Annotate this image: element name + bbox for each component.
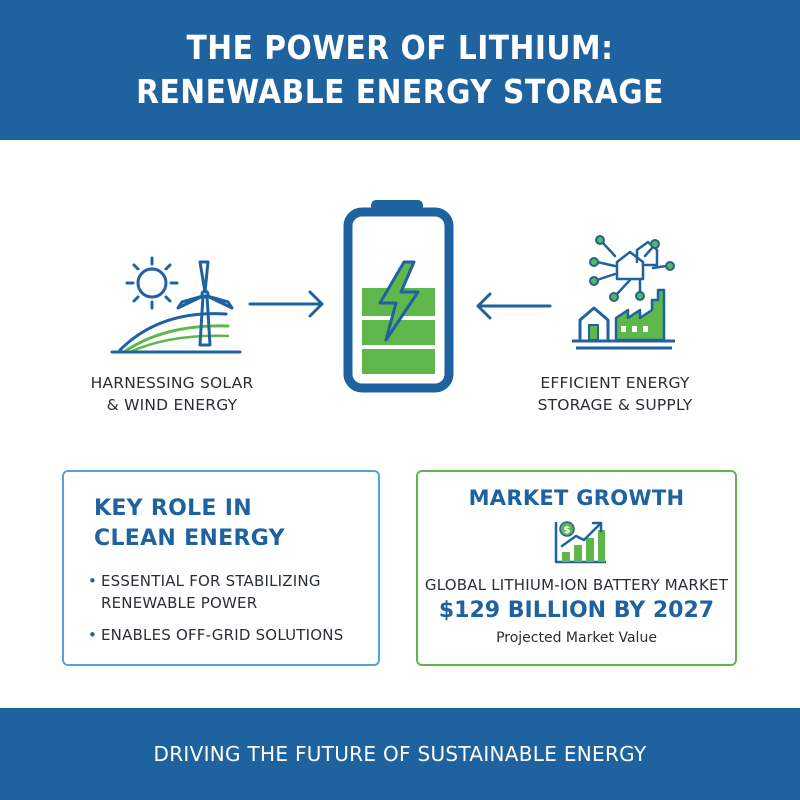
key-role-heading: KEY ROLE IN CLEAN ENERGY <box>94 494 285 554</box>
title-line-1: THE POWER OF LITHIUM: <box>186 28 614 67</box>
right-caption-line-2: STORAGE & SUPPLY <box>537 396 693 414</box>
market-growth-card: MARKET GROWTH $ GLOBAL LITHIUM-ION BATTE… <box>416 470 737 666</box>
growth-chart-icon: $ <box>554 521 606 564</box>
arrow-right-icon <box>248 290 324 318</box>
key-role-heading-line-1: KEY ROLE IN <box>94 496 252 521</box>
footer-banner: DRIVING THE FUTURE OF SUSTAINABLE ENERGY <box>0 708 800 800</box>
arrow-left-icon <box>476 292 552 320</box>
factory-icon <box>614 288 666 342</box>
house-icon <box>578 306 610 341</box>
bullet-text-line-1: ESSENTIAL FOR STABILIZING <box>101 572 321 590</box>
bullet-text: ENABLES OFF-GRID SOLUTIONS <box>101 626 344 644</box>
footer-text: DRIVING THE FUTURE OF SUSTAINABLE ENERGY <box>153 742 647 766</box>
bullet-dot: • <box>88 626 98 644</box>
bullet-item-off-grid: • ENABLES OFF-GRID SOLUTIONS <box>88 624 343 646</box>
wind-turbine-icon <box>176 260 234 347</box>
header-banner: THE POWER OF LITHIUM: RENEWABLE ENERGY S… <box>0 0 800 140</box>
market-heading: MARKET GROWTH <box>468 486 685 510</box>
diagram-graphics <box>110 200 675 393</box>
market-value: $129 BILLION BY 2027 <box>438 598 715 623</box>
smart-grid-icon <box>595 240 668 296</box>
lightning-icon <box>378 260 420 342</box>
dollar-icon: $ <box>564 525 571 536</box>
ground-line-icon <box>572 339 675 350</box>
bullet-item-stabilizing: • ESSENTIAL FOR STABILIZING RENEWABLE PO… <box>88 570 321 614</box>
sun-icon <box>125 256 179 310</box>
market-label: GLOBAL LITHIUM-ION BATTERY MARKET <box>424 576 729 594</box>
key-role-heading-line-2: CLEAN ENERGY <box>94 526 285 551</box>
energy-flow-diagram: HARNESSING SOLAR & WIND ENERGY EFFICIENT… <box>0 190 800 414</box>
hills-icon <box>110 312 242 354</box>
grid-nodes-icon <box>589 235 675 302</box>
key-role-card: KEY ROLE IN CLEAN ENERGY • ESSENTIAL FOR… <box>62 470 380 666</box>
title-line-2: RENEWABLE ENERGY STORAGE <box>136 72 664 111</box>
bullet-dot: • <box>88 572 98 590</box>
left-caption: HARNESSING SOLAR & WIND ENERGY <box>82 372 262 416</box>
left-caption-line-2: & WIND ENERGY <box>106 396 238 414</box>
market-note: Projected Market Value <box>496 630 657 646</box>
left-caption-line-1: HARNESSING SOLAR <box>90 374 254 392</box>
battery-icon <box>343 200 454 393</box>
right-caption: EFFICIENT ENERGY STORAGE & SUPPLY <box>525 372 705 416</box>
bullet-text-line-2: RENEWABLE POWER <box>101 594 258 612</box>
right-caption-line-1: EFFICIENT ENERGY <box>540 374 690 392</box>
